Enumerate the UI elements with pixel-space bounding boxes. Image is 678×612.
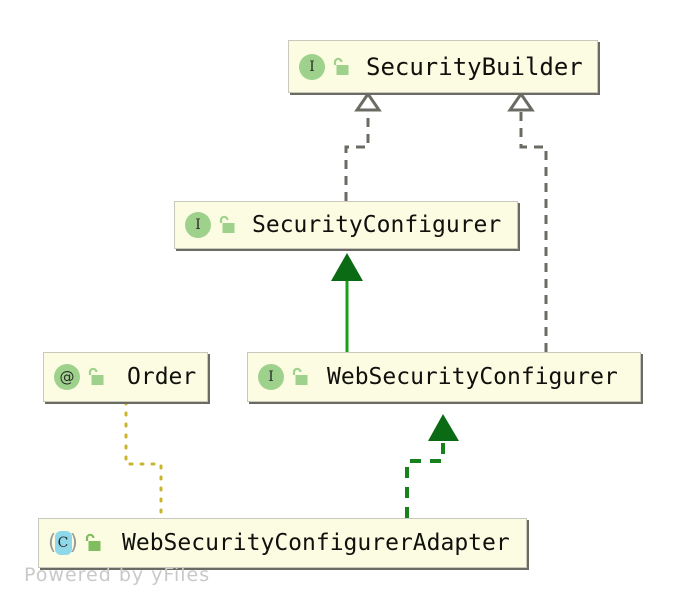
uml-node-label: WebSecurityConfigurerAdapter — [122, 530, 510, 556]
interface-badge-icon: I — [258, 364, 284, 390]
node-icon-group: @ — [54, 364, 105, 390]
open-lock-icon — [291, 367, 309, 387]
uml-node-label: WebSecurityConfigurer — [327, 364, 618, 390]
node-icon-group: I — [258, 364, 309, 390]
interface-badge-icon: I — [299, 53, 325, 80]
node-icon-group: I — [299, 53, 350, 80]
annotation-badge-icon: @ — [54, 364, 80, 390]
class-badge-paren-left: ( — [48, 530, 57, 555]
node-icon-group: I — [185, 212, 236, 238]
uml-node-label: SecurityBuilder — [366, 52, 583, 81]
uml-node-web-security-configurer[interactable]: I WebSecurityConfigurer — [247, 352, 641, 402]
open-lock-icon — [87, 367, 105, 387]
edge-securityconfigurer-to-securitybuilder — [344, 91, 382, 201]
edge-websecurityconfigurer-to-securitybuilder — [507, 91, 548, 352]
uml-node-security-configurer[interactable]: I SecurityConfigurer — [174, 201, 518, 249]
edge-adapter-to-order — [124, 400, 163, 520]
uml-node-label: Order — [127, 364, 197, 390]
uml-node-order[interactable]: @ Order — [43, 352, 208, 402]
open-lock-icon — [84, 533, 102, 553]
uml-node-web-security-configurer-adapter[interactable]: ( C ) WebSecurityConfigurerAdapter — [38, 518, 527, 568]
edge-websecurityconfigurer-to-securityconfigurer — [331, 253, 363, 352]
interface-badge-icon: I — [185, 212, 211, 238]
open-lock-icon — [332, 57, 350, 77]
class-badge-icon: ( C ) — [48, 530, 78, 556]
open-lock-icon — [218, 215, 236, 235]
yfiles-watermark: Powered by yFiles — [24, 564, 211, 586]
edge-adapter-to-websecurityconfigurer — [405, 414, 459, 518]
uml-node-label: SecurityConfigurer — [252, 212, 502, 238]
class-badge-paren-right: ) — [69, 530, 78, 555]
node-icon-group: ( C ) — [48, 530, 102, 556]
class-badge-glyph: C — [54, 531, 72, 555]
uml-node-security-builder[interactable]: I SecurityBuilder — [288, 40, 598, 93]
